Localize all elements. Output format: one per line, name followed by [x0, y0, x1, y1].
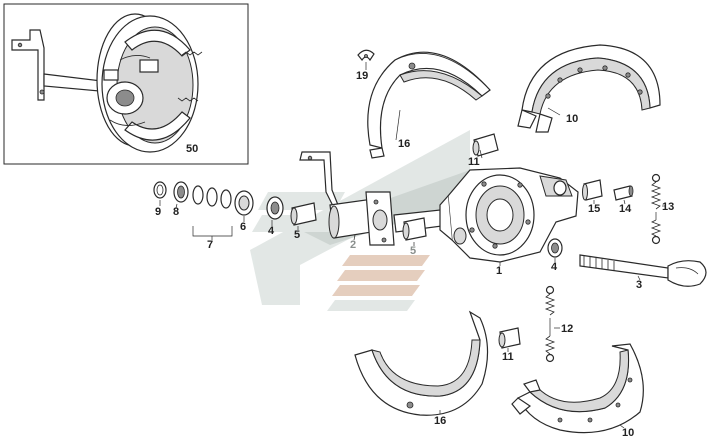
callouts: 50 19 16 10 11 9 8 7 6 4 5 2 5 1 4 3 15 … — [155, 70, 674, 439]
part-1-housing — [439, 167, 579, 263]
callout-12: 12 — [561, 323, 573, 335]
part-19-clip — [357, 49, 375, 62]
dust-shield-top — [367, 51, 491, 159]
callout-11-bottom: 11 — [502, 351, 514, 363]
part-15-bushing — [582, 179, 603, 201]
part-14-pin — [613, 185, 634, 201]
part-11-bushing-top — [472, 133, 499, 157]
brake-shoe-bottom — [511, 343, 644, 434]
callout-4-right: 4 — [551, 261, 558, 273]
callout-15: 15 — [588, 203, 600, 215]
brake-shoe-top — [517, 44, 661, 133]
callout-6: 6 — [240, 221, 246, 233]
callout-1: 1 — [496, 265, 502, 277]
part-4-bearing-left — [266, 196, 284, 220]
callout-11-top: 11 — [468, 156, 480, 168]
leader-lines — [159, 62, 666, 429]
callout-9: 9 — [155, 206, 161, 218]
callout-8: 8 — [173, 206, 179, 218]
callout-14: 14 — [619, 203, 632, 215]
part-13-spring — [650, 173, 662, 245]
callout-13: 13 — [662, 201, 674, 213]
callout-50: 50 — [186, 143, 198, 155]
part-11-bushing-bottom — [498, 327, 521, 349]
callout-10-top: 10 — [566, 113, 578, 125]
part-4-bearing-right — [547, 238, 563, 258]
part-5-sleeve-left — [290, 202, 317, 226]
dust-shield-bottom — [354, 310, 489, 416]
callout-16-bottom: 16 — [434, 415, 446, 427]
callout-5-left: 5 — [294, 229, 300, 241]
callout-10-bottom: 10 — [622, 427, 634, 439]
part-12-spring — [544, 285, 556, 363]
washer-stack — [153, 181, 254, 240]
callout-5-right: 5 — [410, 245, 416, 257]
part-5-sleeve-right — [402, 217, 427, 241]
callout-2: 2 — [350, 239, 356, 251]
callout-19: 19 — [356, 70, 368, 82]
callout-7: 7 — [207, 239, 213, 251]
part-3-camshaft — [579, 254, 707, 287]
callout-16-top: 16 — [398, 138, 410, 150]
callout-4-left: 4 — [268, 225, 275, 237]
callout-3: 3 — [636, 279, 642, 291]
inset-assembly-box — [3, 3, 249, 165]
